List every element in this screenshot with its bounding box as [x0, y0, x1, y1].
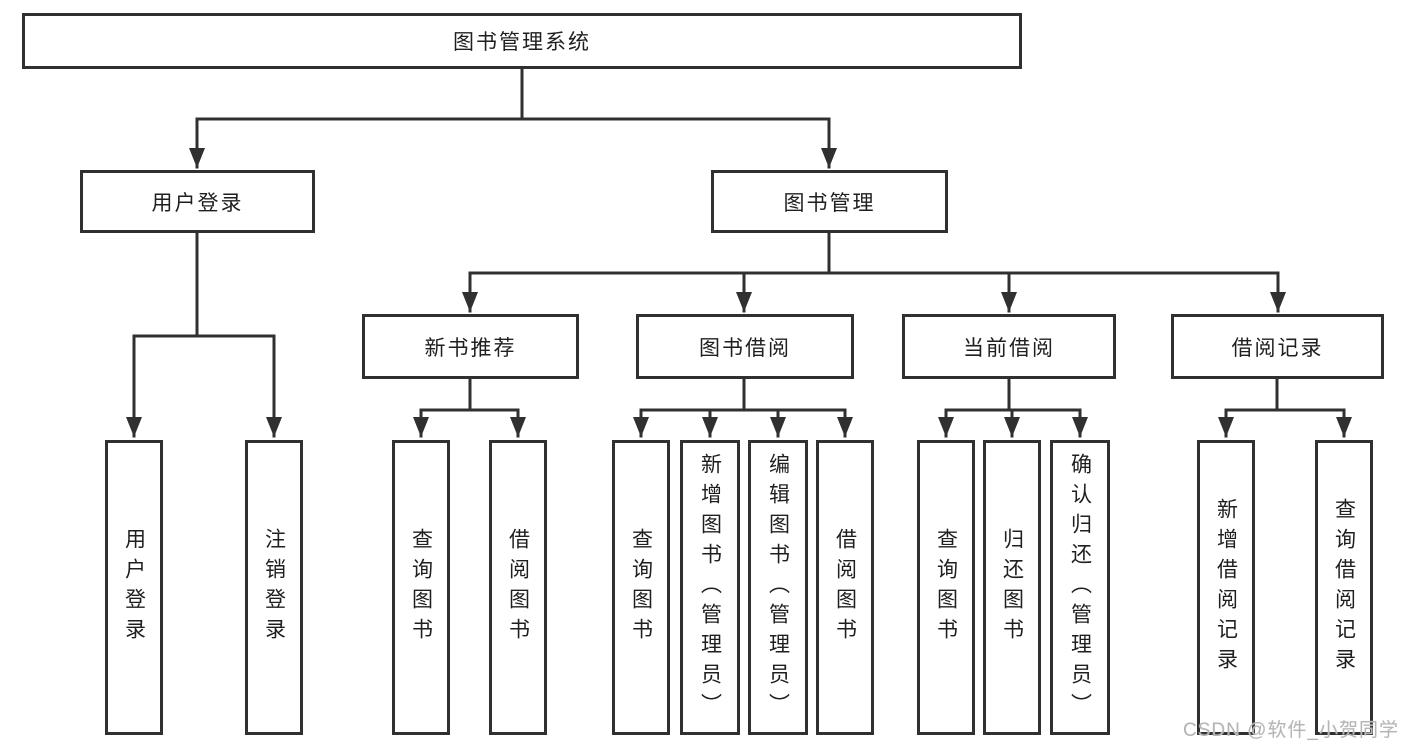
leaf-return-book-label: 归还图书	[1000, 527, 1024, 648]
leaf-query-books-2-label: 查询图书	[629, 527, 653, 648]
node-book-borrow: 图书借阅	[636, 314, 854, 379]
leaf-add-book-admin: 新增图书（管理员）	[680, 440, 740, 735]
leaf-add-borrow-record: 新增借阅记录	[1197, 440, 1255, 735]
leaf-logout-label: 注销登录	[262, 527, 286, 648]
node-book-borrow-label: 图书借阅	[699, 336, 791, 360]
node-root: 图书管理系统	[22, 13, 1022, 69]
leaf-edit-book-admin: 编辑图书（管理员）	[748, 440, 808, 735]
leaf-add-borrow-record-label: 新增借阅记录	[1214, 497, 1238, 678]
node-current-borrow: 当前借阅	[902, 314, 1116, 379]
leaf-query-books-3: 查询图书	[917, 440, 975, 735]
leaf-query-borrow-record: 查询借阅记录	[1315, 440, 1373, 735]
leaf-query-books-3-label: 查询图书	[934, 527, 958, 648]
leaf-query-borrow-record-label: 查询借阅记录	[1332, 497, 1356, 678]
leaf-query-books-1-label: 查询图书	[409, 527, 433, 648]
leaf-borrow-books-1-label: 借阅图书	[506, 527, 530, 648]
leaf-borrow-books-1: 借阅图书	[489, 440, 547, 735]
node-book-management: 图书管理	[711, 170, 948, 233]
leaf-borrow-books-2-label: 借阅图书	[833, 527, 857, 648]
node-current-borrow-label: 当前借阅	[963, 336, 1055, 360]
leaf-confirm-return-admin: 确认归还（管理员）	[1050, 440, 1110, 735]
leaf-edit-book-admin-label: 编辑图书（管理员）	[766, 452, 790, 723]
node-book-management-label: 图书管理	[783, 191, 876, 215]
leaf-query-books-1: 查询图书	[392, 440, 450, 735]
node-borrow-records: 借阅记录	[1171, 314, 1384, 379]
leaf-borrow-books-2: 借阅图书	[816, 440, 874, 735]
leaf-logout: 注销登录	[245, 440, 303, 735]
leaf-add-book-admin-label: 新增图书（管理员）	[698, 452, 722, 723]
node-borrow-records-label: 借阅记录	[1231, 336, 1324, 360]
leaf-query-books-2: 查询图书	[612, 440, 670, 735]
leaf-user-login-label: 用户登录	[122, 527, 146, 648]
leaf-return-book: 归还图书	[983, 440, 1041, 735]
leaf-user-login: 用户登录	[105, 440, 163, 735]
node-user-login-label: 用户登录	[151, 191, 244, 215]
node-user-login: 用户登录	[80, 170, 315, 233]
csdn-watermark: CSDN @软件_小贺同学	[1183, 720, 1399, 741]
leaf-confirm-return-admin-label: 确认归还（管理员）	[1068, 452, 1092, 723]
node-new-book-recommend-label: 新书推荐	[424, 336, 517, 360]
node-root-label: 图书管理系统	[453, 31, 591, 54]
node-new-book-recommend: 新书推荐	[362, 314, 579, 379]
